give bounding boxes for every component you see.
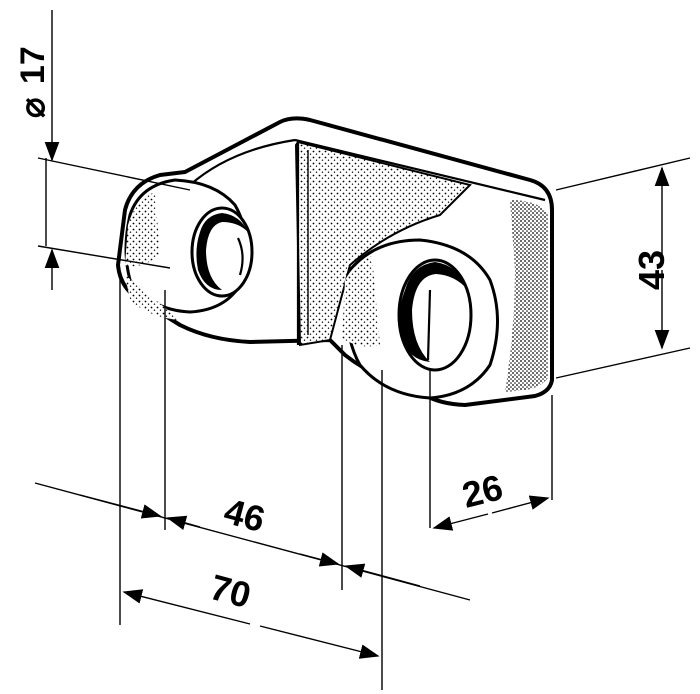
length-label: 70 [206,566,255,616]
left-boss-shade-bottom [125,275,180,320]
left-hole-inner-edge [236,237,244,276]
top-edge-left [189,138,296,186]
dia-ext-top [37,157,191,191]
left-boss-shade [125,192,160,267]
length-arrow-right [259,625,380,659]
clevis-bracket [116,116,554,407]
dia-ext-bottom [37,245,171,269]
left-hole-shadow [196,213,248,290]
dimension-diameter: ⌀ 17 [14,10,191,290]
diameter-value: 17 [14,46,52,84]
diameter-label: ⌀ 17 [14,46,52,118]
dimension-width: 26 [429,370,553,531]
top-edge-rear [294,138,546,202]
dimension-height: 43 [555,157,691,379]
spacing-arrow-right [299,552,340,567]
right-hole-shadow [399,262,468,362]
width-label: 26 [458,466,507,515]
right-hole-centerline [426,289,432,361]
diameter-symbol: ⌀ [14,97,52,118]
right-boss-shade [342,256,380,347]
slot-cavity [294,140,472,347]
length-arrow-left [122,589,251,625]
bracket-outline [116,116,554,407]
height-label: 43 [631,250,672,290]
width-arrow-left [432,513,489,531]
spacing-arrow-left-inner [166,515,201,530]
spacing-label: 46 [220,490,269,540]
spacing-arrow-right-outer [344,563,421,587]
height-ext-bottom [555,347,691,379]
height-ext-top [555,157,691,191]
width-arrow-right [491,495,550,514]
right-face-shade [505,200,548,392]
